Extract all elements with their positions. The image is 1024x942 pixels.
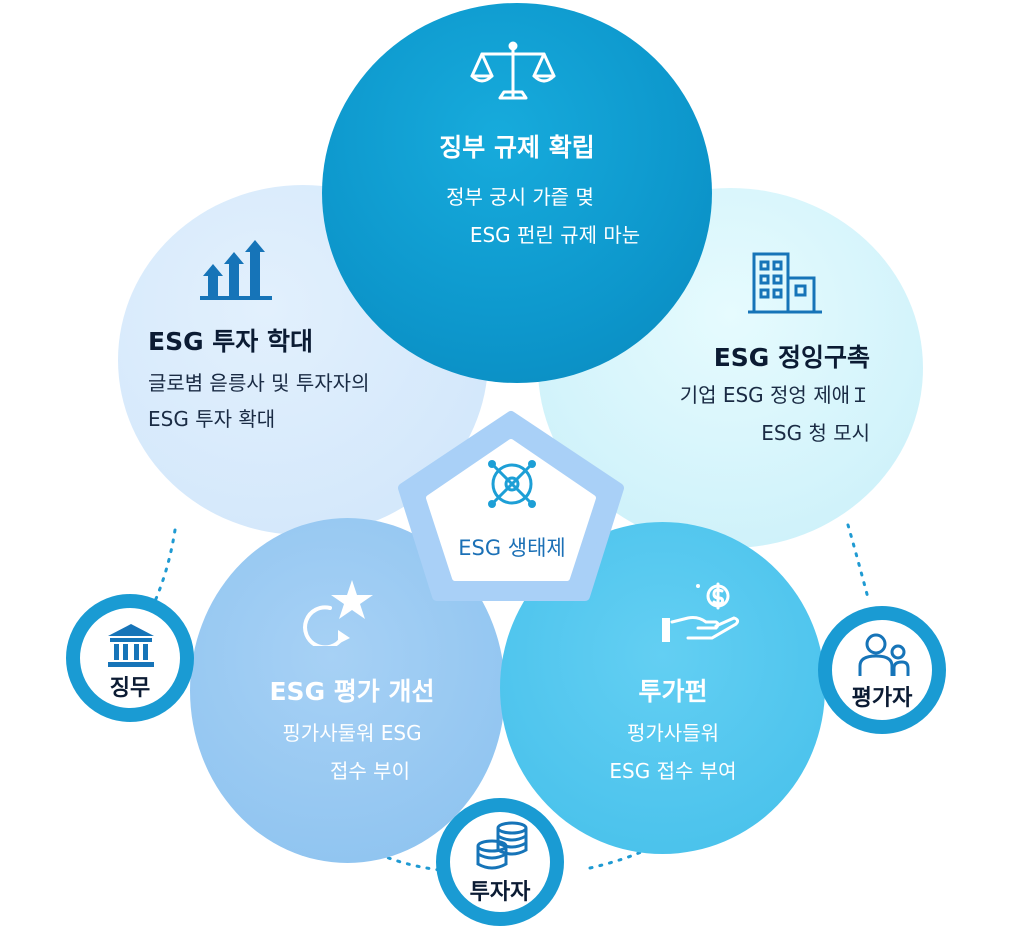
center-pentagon <box>398 411 624 601</box>
network-hub-icon <box>488 460 536 508</box>
left-petal-line1: 글로볌 읃릉사 및 투자자의 <box>148 371 370 395</box>
node-government: 징무 <box>66 594 194 722</box>
petal-government-regulation <box>322 3 712 383</box>
growth-arrows-icon <box>200 240 272 300</box>
top-petal-line2: ESG 펀린 규제 마눈 <box>469 223 641 247</box>
bottom-left-petal-line2: 접수 부이 <box>330 759 410 783</box>
node-investor-label: 투자자 <box>469 880 531 905</box>
bottom-right-petal-title: 투가펀 <box>638 677 708 706</box>
scales-icon <box>470 41 556 100</box>
coins-icon <box>476 821 528 870</box>
center-label: ESG 생태제 <box>458 536 566 560</box>
node-investor: 투자자 <box>436 798 564 926</box>
hand-coin-icon <box>662 582 740 642</box>
people-icon <box>858 633 910 676</box>
node-evaluator-label: 평가자 <box>851 686 913 711</box>
bottom-left-petal-title: ESG 평가 개선 <box>269 677 435 706</box>
right-petal-line2: ESG 청 모시 <box>761 421 870 445</box>
left-petal-title: ESG 투자 학대 <box>148 327 314 356</box>
right-petal-title: ESG 정잉구촉 <box>713 343 870 372</box>
bottom-right-petal-line1: 펑가사들워 <box>627 721 719 745</box>
star-refresh-icon <box>303 580 373 646</box>
top-petal-line1: 정부 궁시 가즡 몆 <box>446 185 594 209</box>
bottom-left-petal-line1: 핑가사둘워 ESG <box>282 721 422 745</box>
top-petal-title: 징부 규제 확립 <box>439 133 595 162</box>
node-government-label: 징무 <box>109 676 151 701</box>
right-petal-line1: 기업 ESG 정엉 제애Ｉ <box>679 383 870 407</box>
bank-icon <box>108 624 154 667</box>
bottom-right-petal-line2: ESG 접수 부여 <box>609 759 737 783</box>
building-icon <box>748 252 822 314</box>
left-petal-line2: ESG 투자 확대 <box>148 407 276 431</box>
node-evaluator: 평가자 <box>818 606 946 734</box>
